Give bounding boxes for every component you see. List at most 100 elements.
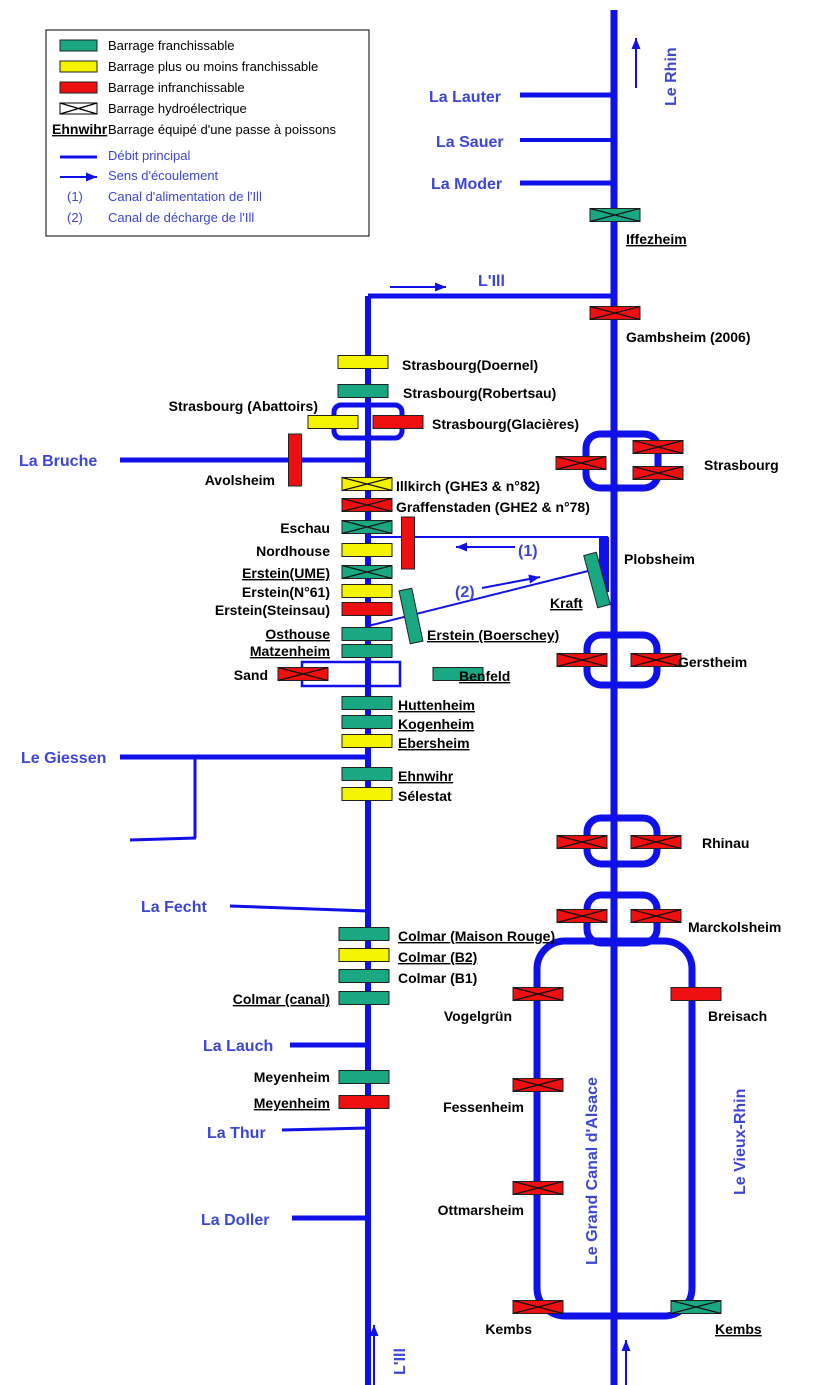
dam-marker [341, 734, 393, 748]
dam-body [341, 734, 393, 748]
legend-swatch [59, 39, 98, 52]
dam-marker [341, 584, 393, 598]
dam-marker [307, 415, 359, 429]
river-label: L'Ill [392, 1348, 409, 1375]
dam-label: Strasbourg (Abattoirs) [169, 398, 318, 414]
fecht-line [229, 904, 369, 913]
dam-body [338, 1070, 390, 1084]
dam-marker [512, 1180, 564, 1196]
dam-marker [337, 355, 389, 369]
legend-label: Barrage équipé d'une passe à poissons [108, 122, 336, 137]
river-label: La Bruche [19, 453, 97, 470]
arrow-head [86, 172, 97, 182]
dam-marker [341, 602, 393, 616]
hydro-cross [512, 1299, 564, 1315]
dam-label: Plobsheim [624, 551, 695, 567]
canal-2-mark: (2) [455, 584, 475, 601]
dam-body [288, 433, 302, 487]
legend-box [45, 29, 370, 237]
dam-label: Benfeld [459, 668, 510, 684]
dam-marker [338, 927, 390, 941]
arrow-head [621, 1340, 631, 1351]
dam-marker [589, 207, 641, 223]
river-label: L'Ill [478, 273, 505, 290]
hydro-cross [630, 652, 682, 668]
arrow-head [631, 38, 641, 49]
dam-marker [277, 666, 329, 682]
legend-label: Barrage franchissable [108, 38, 234, 53]
ill-flow-arrow [369, 1325, 379, 1385]
rhine-canal-loop [533, 937, 696, 1320]
dam-label: Fessenheim [443, 1099, 524, 1115]
arrow-head [435, 282, 446, 292]
ill-flow-arrow [390, 282, 446, 292]
dam-label: Kogenheim [398, 716, 474, 732]
hydro-cross [512, 986, 564, 1002]
river-label: La Moder [431, 176, 502, 193]
canal-1-arrow [456, 542, 515, 552]
dam-label: Strasbourg(Robertsau) [403, 385, 556, 401]
dam-label: Strasbourg(Doernel) [402, 357, 538, 373]
dam-label: Colmar (B1) [398, 970, 477, 986]
dam-label: Gerstheim [678, 654, 747, 670]
dam-marker [432, 667, 484, 681]
dam-marker [337, 384, 389, 398]
dam-label: Avolsheim [205, 472, 275, 488]
legend-label: Barrage hydroélectrique [108, 101, 247, 116]
river-label: La Sauer [436, 134, 504, 151]
river-label: Le Rhin [663, 47, 680, 106]
legend-swatch [59, 60, 98, 73]
dam-marker [556, 908, 608, 924]
dam-marker [341, 787, 393, 801]
dam-label: Iffezheim [626, 231, 687, 247]
dam-label: Erstein(UME) [242, 565, 330, 581]
dam-body [341, 584, 393, 598]
dam-marker [372, 415, 424, 429]
dam-label: Erstein(N°61) [242, 584, 330, 600]
dam-marker [338, 991, 390, 1005]
dam-label: Erstein(Steinsau) [215, 602, 330, 618]
dam-marker [670, 1299, 722, 1315]
legend-swatch [59, 81, 98, 94]
dam-label: Kembs [485, 1321, 532, 1337]
dam-marker [512, 1077, 564, 1093]
dam-label: Graffenstaden (GHE2 & n°78) [396, 499, 590, 515]
dam-marker [632, 465, 684, 481]
dam-label: Marckolsheim [688, 919, 781, 935]
river-label: La Lauter [429, 89, 501, 106]
legend-arrow-icon [60, 172, 97, 182]
dam-body [338, 969, 390, 983]
dam-marker [583, 551, 611, 609]
giessen-branch-line [129, 836, 197, 842]
dam-label: Illkirch (GHE3 & n°82) [396, 478, 540, 494]
dam-body [583, 551, 611, 609]
hydro-cross [589, 207, 641, 223]
dam-label: Colmar (canal) [233, 991, 330, 1007]
hydro-cross [556, 908, 608, 924]
dam-marker [512, 1299, 564, 1315]
dam-label: Strasbourg(Glacières) [432, 416, 579, 432]
hydro-cross [632, 465, 684, 481]
dam-body [338, 927, 390, 941]
dam-marker [512, 986, 564, 1002]
dam-marker [556, 834, 608, 850]
river-label: La Fecht [141, 899, 207, 916]
dam-label: Sélestat [398, 788, 452, 804]
hydro-cross [341, 564, 393, 580]
dam-marker [401, 516, 415, 570]
legend-hydro-icon [59, 102, 98, 115]
dam-marker [338, 1070, 390, 1084]
dam-label: Colmar (B2) [398, 949, 477, 965]
dam-marker [670, 987, 722, 1001]
dam-label: Sand [234, 667, 268, 683]
dam-marker [341, 715, 393, 729]
dam-body [338, 948, 390, 962]
dam-marker [341, 519, 393, 535]
dam-marker [589, 305, 641, 321]
dam-label: Strasbourg [704, 457, 779, 473]
rhine-flow-arrow [621, 1340, 631, 1385]
thur-line [281, 1126, 369, 1132]
dam-marker [632, 439, 684, 455]
river-label: Le Giessen [21, 750, 106, 767]
